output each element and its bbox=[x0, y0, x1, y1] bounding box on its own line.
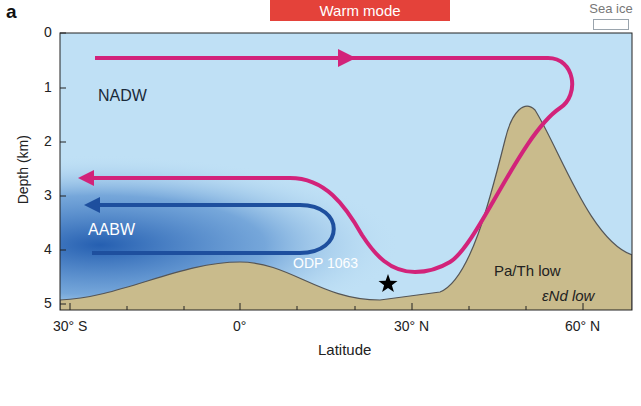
axis-tick-label: 4 bbox=[44, 242, 52, 257]
proxy-label: εNd low bbox=[542, 288, 594, 305]
sea-ice-key: Sea ice bbox=[585, 1, 637, 31]
water-mass-label: NADW bbox=[98, 87, 147, 105]
site-label: ODP 1063 bbox=[293, 256, 358, 271]
arrowhead bbox=[78, 170, 94, 186]
axis-tick-label: 5 bbox=[44, 296, 52, 311]
plot-frame bbox=[60, 33, 632, 310]
proxy-label: Pa/Th low bbox=[494, 263, 561, 280]
key-label: Sea ice bbox=[585, 1, 637, 17]
axis-title: Latitude bbox=[318, 342, 371, 359]
mode-title: Warm mode bbox=[270, 2, 450, 20]
site-star bbox=[379, 274, 398, 292]
nadw-flow bbox=[92, 58, 572, 272]
axis-tick-label: 30° S bbox=[53, 319, 87, 334]
water-mass-label: AABW bbox=[88, 221, 135, 239]
axis-tick-label: 3 bbox=[44, 188, 52, 203]
axis-tick-label: 30° N bbox=[394, 319, 429, 334]
axis-tick-label: 0° bbox=[233, 319, 246, 334]
sea-ice-swatch bbox=[593, 19, 629, 30]
arrowhead bbox=[84, 197, 100, 213]
axis-tick-label: 0 bbox=[44, 25, 52, 40]
panel-letter: a bbox=[6, 2, 17, 23]
axis-ticks bbox=[60, 33, 583, 310]
axis-tick-label: 2 bbox=[44, 134, 52, 149]
axis-tick-label: 60° N bbox=[565, 319, 600, 334]
mode-banner: Warm mode bbox=[270, 0, 450, 21]
axis-tick-label: 1 bbox=[44, 80, 52, 95]
arrowhead bbox=[338, 49, 356, 67]
axis-title: Depth (km) bbox=[16, 135, 31, 204]
